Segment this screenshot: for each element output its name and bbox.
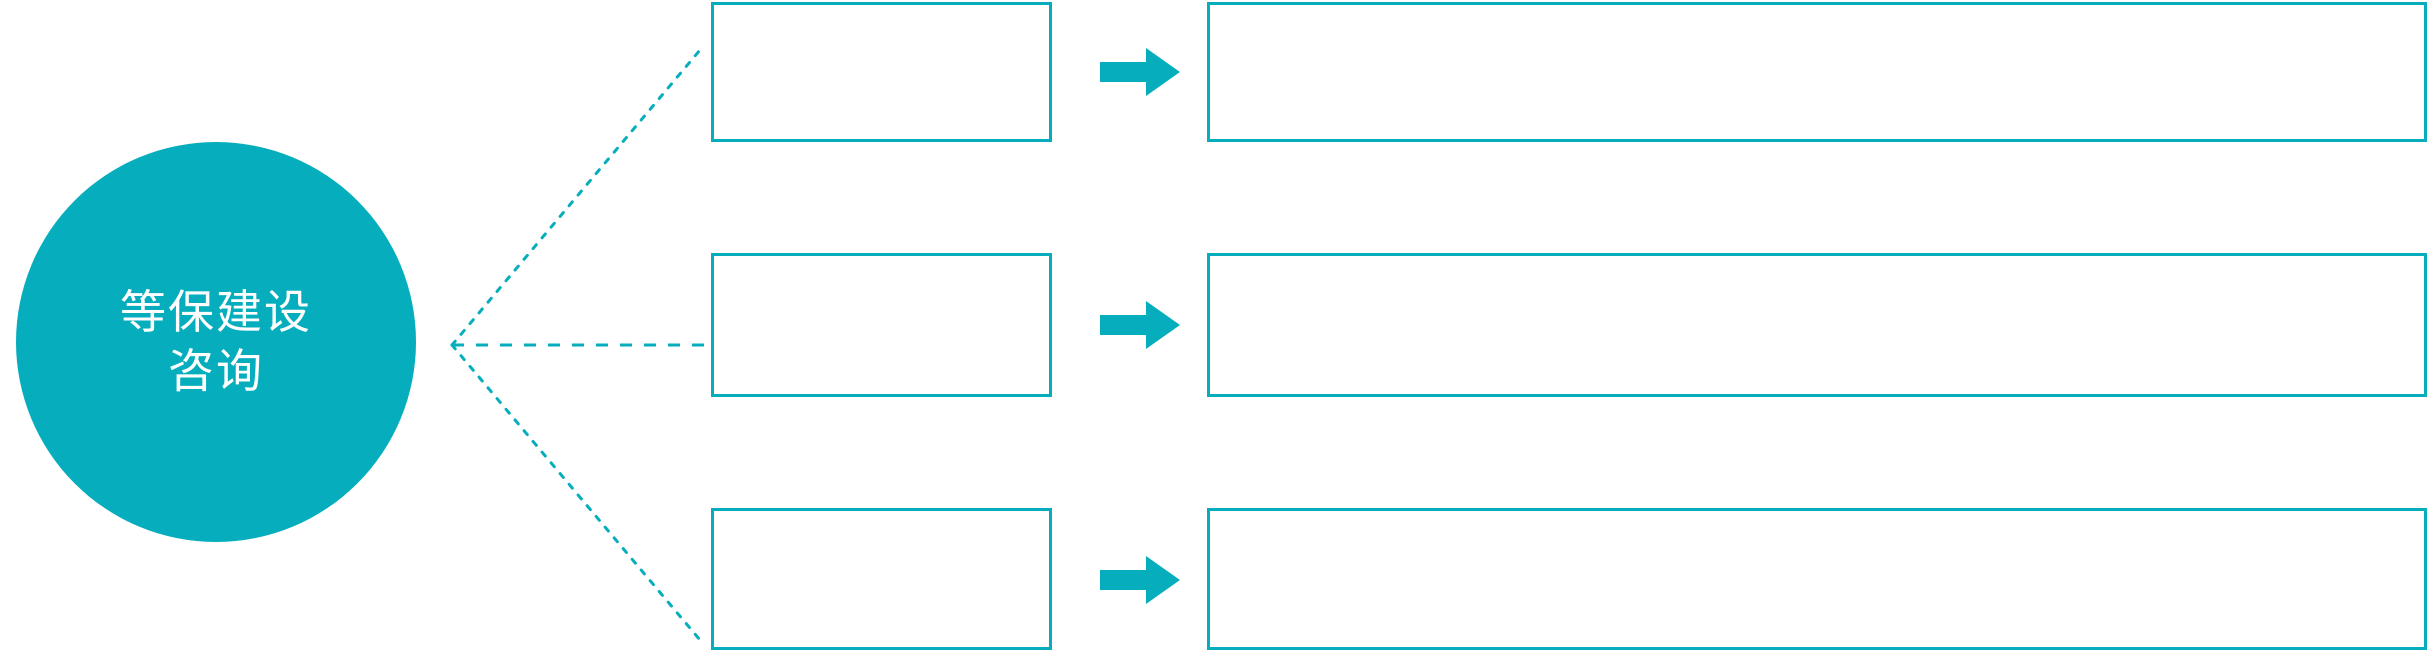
detail-box-row-2[interactable] xyxy=(1207,253,2427,397)
hub-title-line-2: 咨询 xyxy=(168,345,264,397)
arrow-right-icon-row-3 xyxy=(1100,556,1180,604)
arrow-right-icon-row-2 xyxy=(1100,301,1180,349)
stage-box-row-1[interactable] xyxy=(711,2,1052,142)
detail-box-row-1[interactable] xyxy=(1207,2,2427,142)
connector-line-row1 xyxy=(450,48,702,347)
detail-box-row-3[interactable] xyxy=(1207,508,2427,650)
stage-box-row-2[interactable] xyxy=(711,253,1052,397)
hub-circle[interactable]: 等保建设 咨询 xyxy=(16,142,416,542)
stage-box-row-3[interactable] xyxy=(711,508,1052,650)
hub-title-line-1: 等保建设 xyxy=(120,286,312,339)
arrow-right-icon-row-1 xyxy=(1100,48,1180,96)
connector-line-row3 xyxy=(450,343,702,642)
